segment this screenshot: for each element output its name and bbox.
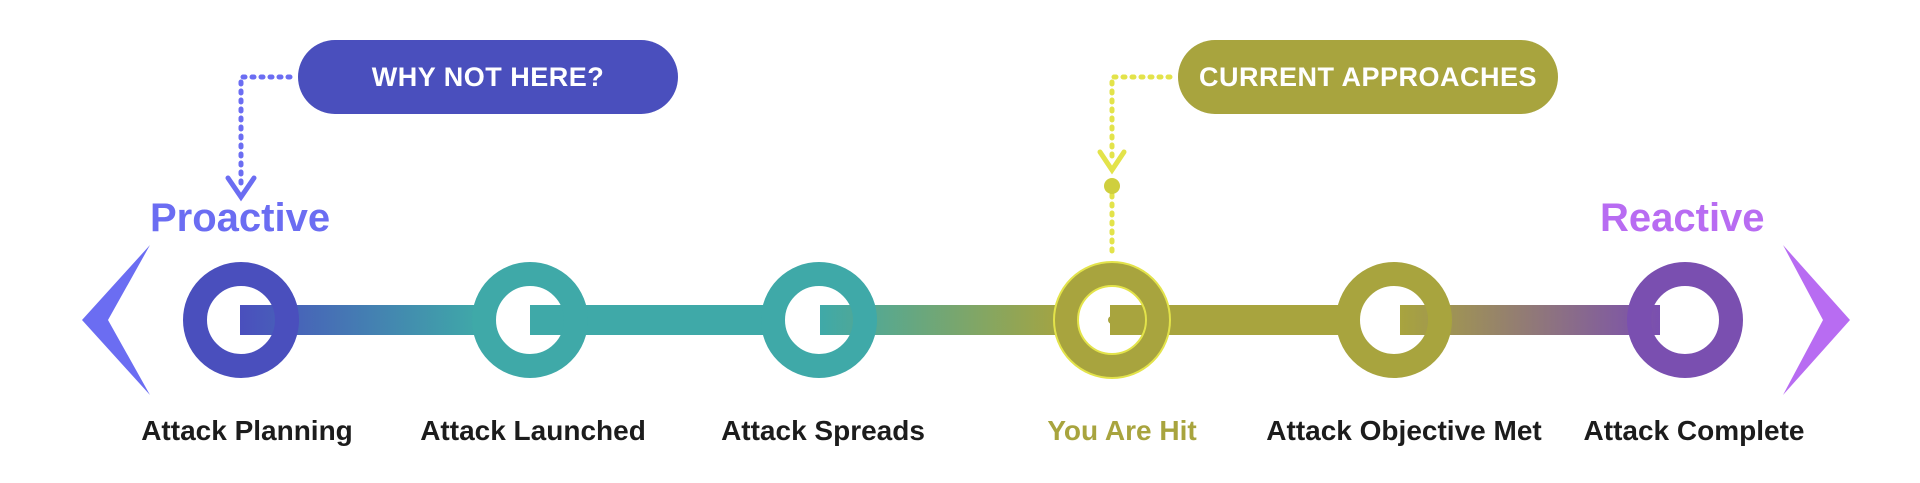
current-approaches-callout: CURRENT APPROACHES [1178,40,1558,114]
stage-node-attack-complete [1627,262,1743,378]
reactive-label: Reactive [1600,196,1765,240]
stage-label-attack-objective-met: Attack Objective Met [1266,415,1542,446]
right-arrow-icon [1783,245,1850,395]
stage-label-you-are-hit: You Are Hit [1047,415,1197,446]
proactive-label: Proactive [150,196,331,240]
current-approaches-label: CURRENT APPROACHES [1198,61,1538,92]
why-not-here-pointer [225,74,293,202]
stage-node-attack-spreads [761,262,877,378]
current-approaches-pointer-dot [1104,178,1120,194]
stage-node-attack-planning [183,262,299,378]
stage-label-attack-planning: Attack Planning [141,415,353,446]
why-not-here-label: WHY NOT HERE? [371,61,605,92]
stage-node-attack-objective-met [1336,262,1452,378]
stage-node-you-are-hit [1053,261,1171,379]
you-are-hit-center-dot [1108,316,1116,324]
stage-label-attack-launched: Attack Launched [420,415,646,446]
stage-label-attack-spreads: Attack Spreads [721,415,925,446]
left-arrow-icon [82,245,150,395]
current-approaches-pointer [1097,74,1173,261]
why-not-here-callout: WHY NOT HERE? [298,40,678,114]
stage-label-attack-complete: Attack Complete [1583,415,1805,446]
stage-node-attack-launched [472,262,588,378]
